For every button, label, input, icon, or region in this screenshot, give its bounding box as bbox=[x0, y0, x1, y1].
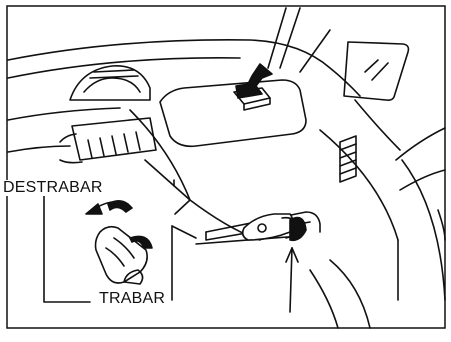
open-direction-arrow-icon bbox=[234, 64, 272, 110]
windshield-pillar-outline bbox=[268, 8, 330, 72]
side-air-vent-icon bbox=[340, 136, 356, 182]
latch-lock-lever-detail bbox=[96, 227, 148, 284]
door-mirror-outline bbox=[344, 42, 408, 100]
figure-border bbox=[7, 6, 445, 328]
upper-compartment-lid bbox=[160, 80, 306, 146]
unlock-label: DESTRABAR bbox=[2, 180, 104, 196]
center-air-vent-icon bbox=[60, 66, 156, 163]
glove-box-latch bbox=[243, 214, 306, 312]
lock-label: TRABAR bbox=[98, 291, 166, 307]
